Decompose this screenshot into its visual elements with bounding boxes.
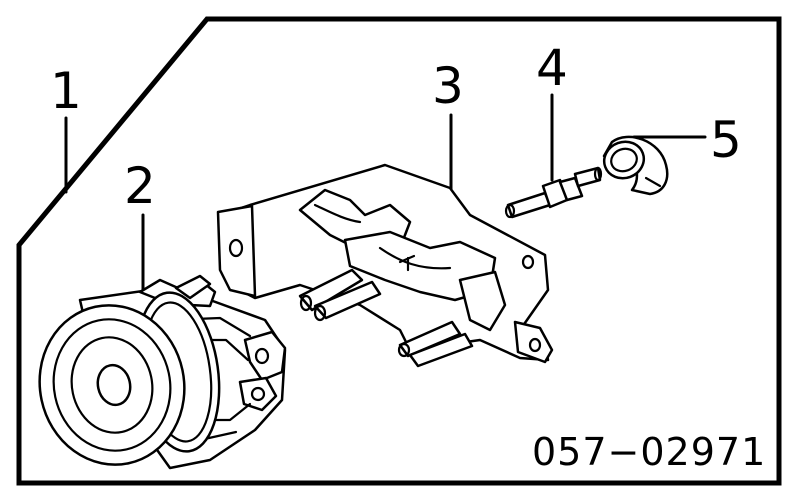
bulb-part — [504, 166, 603, 219]
callout-1: 1 — [50, 62, 82, 120]
diagram-frame — [16, 16, 782, 486]
fog-lamp-part — [38, 274, 287, 470]
callout-5: 5 — [710, 111, 742, 169]
part-number: 057−02971 — [532, 430, 766, 474]
clip-part — [602, 135, 669, 196]
callout-3: 3 — [432, 57, 464, 115]
callout-2: 2 — [124, 157, 156, 215]
callout-4: 4 — [536, 39, 568, 97]
mounting-bracket-part — [216, 163, 554, 368]
